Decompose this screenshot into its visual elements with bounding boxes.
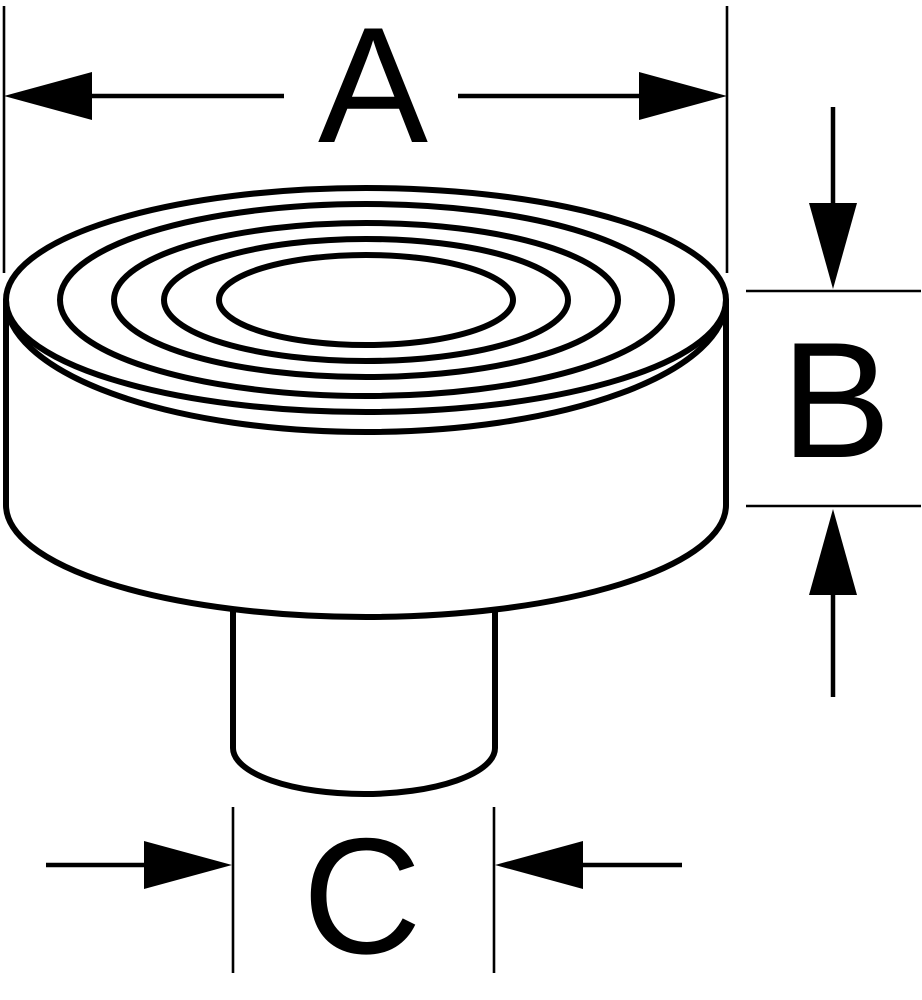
dim-b-label: B	[781, 308, 891, 492]
dim-a-arrowhead-right	[639, 72, 727, 120]
dim-c-arrowhead-right-pointing	[144, 841, 232, 889]
dim-a-label: A	[318, 0, 428, 177]
stem-outline	[230, 608, 498, 797]
part-outline-group	[3, 185, 729, 797]
dim-a-arrowhead-left	[4, 72, 92, 120]
dim-b-arrowhead-up	[809, 509, 857, 595]
disc-body-outline	[3, 297, 729, 620]
disc-ring-ellipse-5	[216, 252, 516, 348]
dim-c-label: C	[302, 804, 421, 988]
dim-b-arrowhead-down	[809, 203, 857, 289]
dimension-c: C	[46, 804, 682, 988]
dimension-b: B	[746, 107, 921, 697]
dim-c-arrowhead-left-pointing	[495, 841, 583, 889]
disc-ring-ellipse-3	[111, 220, 621, 380]
disc-ring-ellipse-2	[57, 201, 675, 399]
disc-rim-front-edge-arc	[3, 297, 729, 435]
dimension-a: A	[2, 0, 729, 273]
disc-ring-ellipse-4	[161, 236, 571, 364]
